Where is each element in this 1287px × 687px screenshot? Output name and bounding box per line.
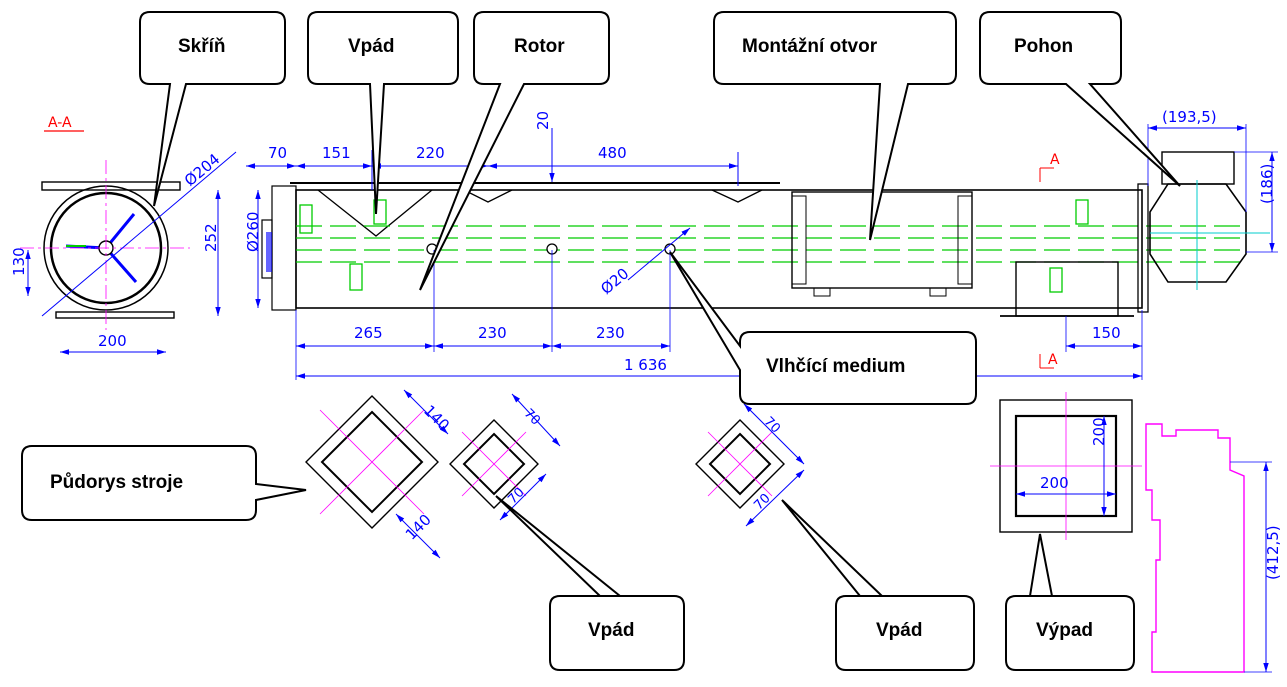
callout-vypad: Výpad	[1005, 533, 1135, 671]
dim-200-h: 200	[1040, 474, 1069, 492]
dim-70-a: 70	[521, 406, 543, 428]
callout-vlhcici-medium: Vlhčící medium	[669, 251, 977, 405]
dim-140-a: 140	[420, 402, 453, 435]
dim-412-5: (412,5)	[1264, 525, 1282, 580]
dim-230-b: 230	[596, 324, 625, 342]
dim-140-b: 140	[402, 511, 435, 544]
callout-vpad-bottom-1-label: Vpád	[588, 620, 634, 641]
section-label-a-a: A-A	[48, 115, 72, 131]
callout-montazni-otvor: Montážní otvor	[713, 11, 957, 241]
callout-montazni-otvor-label: Montážní otvor	[742, 36, 878, 57]
dim-220: 220	[416, 144, 445, 162]
dim-265: 265	[354, 324, 383, 342]
dim-200-left: 200	[98, 332, 127, 350]
dim-70-c: 70	[761, 414, 783, 436]
dim-d20-hole: Ø20	[597, 264, 632, 298]
callout-pudorys-label: Půdorys stroje	[50, 472, 183, 493]
dim-230-a: 230	[478, 324, 507, 342]
plan-inlet-small-1: 70 70	[449, 393, 561, 521]
callout-vypad-label: Výpad	[1036, 620, 1093, 641]
dim-150: 150	[1092, 324, 1121, 342]
section-marker-a-top: A	[1050, 152, 1060, 168]
dim-d260: Ø260	[244, 212, 262, 252]
dim-200-v: 200	[1090, 417, 1108, 446]
dim-70-top: 70	[268, 144, 287, 162]
dim-186: (186)	[1258, 164, 1276, 204]
callout-vlhcici-medium-label: Vlhčící medium	[766, 356, 905, 377]
dim-20-top: 20	[534, 111, 552, 130]
callout-pohon-label: Pohon	[1014, 36, 1073, 57]
dim-130: 130	[10, 247, 28, 276]
dim-d204: Ø204	[181, 150, 224, 190]
callout-pudorys: Půdorys stroje	[21, 445, 307, 521]
callout-vpad-top: Vpád	[307, 11, 459, 215]
plan-outlet: 200 200	[990, 392, 1142, 540]
callout-rotor-label: Rotor	[514, 36, 565, 57]
plan-inlet-large: 140 140	[305, 389, 453, 559]
section-marker-a-bottom: A	[1048, 352, 1058, 368]
callout-skrin-label: Skříň	[178, 36, 226, 57]
dim-193-5: (193,5)	[1162, 108, 1217, 126]
dim-480: 480	[598, 144, 627, 162]
callout-vpad-bottom-1: Vpád	[495, 495, 685, 671]
dim-151: 151	[322, 144, 351, 162]
callout-skrin: Skříň	[139, 11, 286, 207]
callout-vpad-top-label: Vpád	[348, 36, 394, 57]
callout-vpad-bottom-2-label: Vpád	[876, 620, 922, 641]
dim-1636: 1 636	[624, 356, 667, 374]
dim-252: 252	[202, 223, 220, 252]
callout-rotor: Rotor	[419, 11, 610, 291]
section-view-a-a: A-A Ø204 130 252 200	[10, 115, 237, 355]
callout-vpad-bottom-2: Vpád	[781, 499, 975, 671]
plan-machine-outline: (412,5)	[1145, 423, 1282, 673]
dim-70-b: 70	[505, 485, 527, 507]
callout-pohon: Pohon	[979, 11, 1181, 187]
